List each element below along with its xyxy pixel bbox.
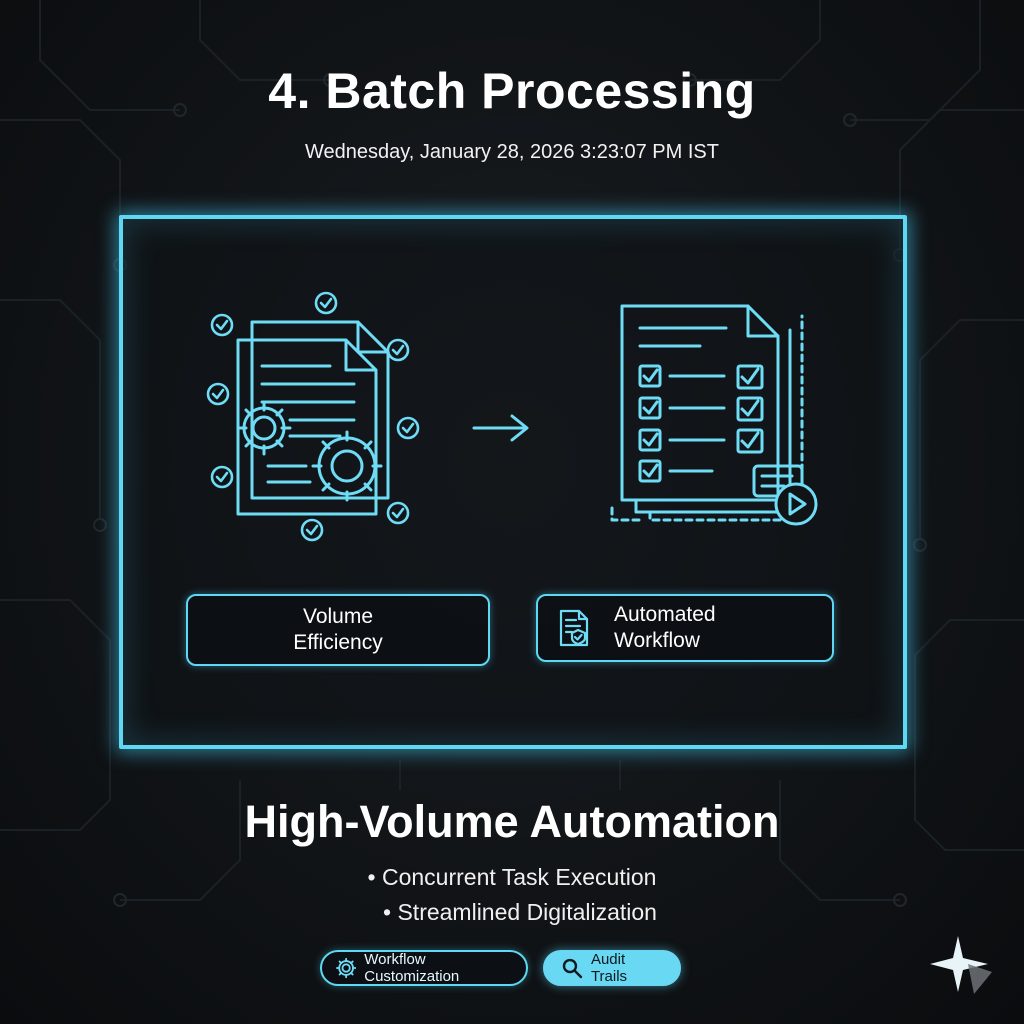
workflow-customization-label: Workflow Customization [364,951,460,985]
audit-trails-button[interactable]: Audit Trails [543,950,681,986]
feature-label-line2: Workflow [614,629,700,652]
feature-label-line1: Volume [302,605,374,628]
volume-efficiency-card: Volume Efficiency [186,594,490,666]
feature-label-line1: Automated [614,603,716,626]
bullet-item: • Streamlined Digitalization [383,899,657,925]
automated-workflow-card: Automated Workflow [536,594,834,662]
audit-trails-label: Audit Trails [590,951,628,985]
checklist-documents-play-icon [610,304,818,526]
document-shield-icon [559,609,589,647]
search-icon [562,958,583,979]
automated-workflow-label: Automated Workflow [614,602,716,654]
feature-label-line2: Efficiency [293,631,383,654]
gear-icon [336,957,357,979]
volume-efficiency-label: Volume Efficiency [293,604,383,656]
sparkle-icon [930,936,992,994]
bullet-item: • Concurrent Task Execution [367,864,657,890]
page-title: 4. Batch Processing [268,63,756,119]
section-heading: High-Volume Automation [244,796,780,847]
batch-documents-gears-icon [206,291,420,542]
arrow-right-icon [472,414,529,442]
timestamp: Wednesday, January 28, 2026 3:23:07 PM I… [305,141,719,163]
workflow-customization-button[interactable]: Workflow Customization [320,950,528,986]
